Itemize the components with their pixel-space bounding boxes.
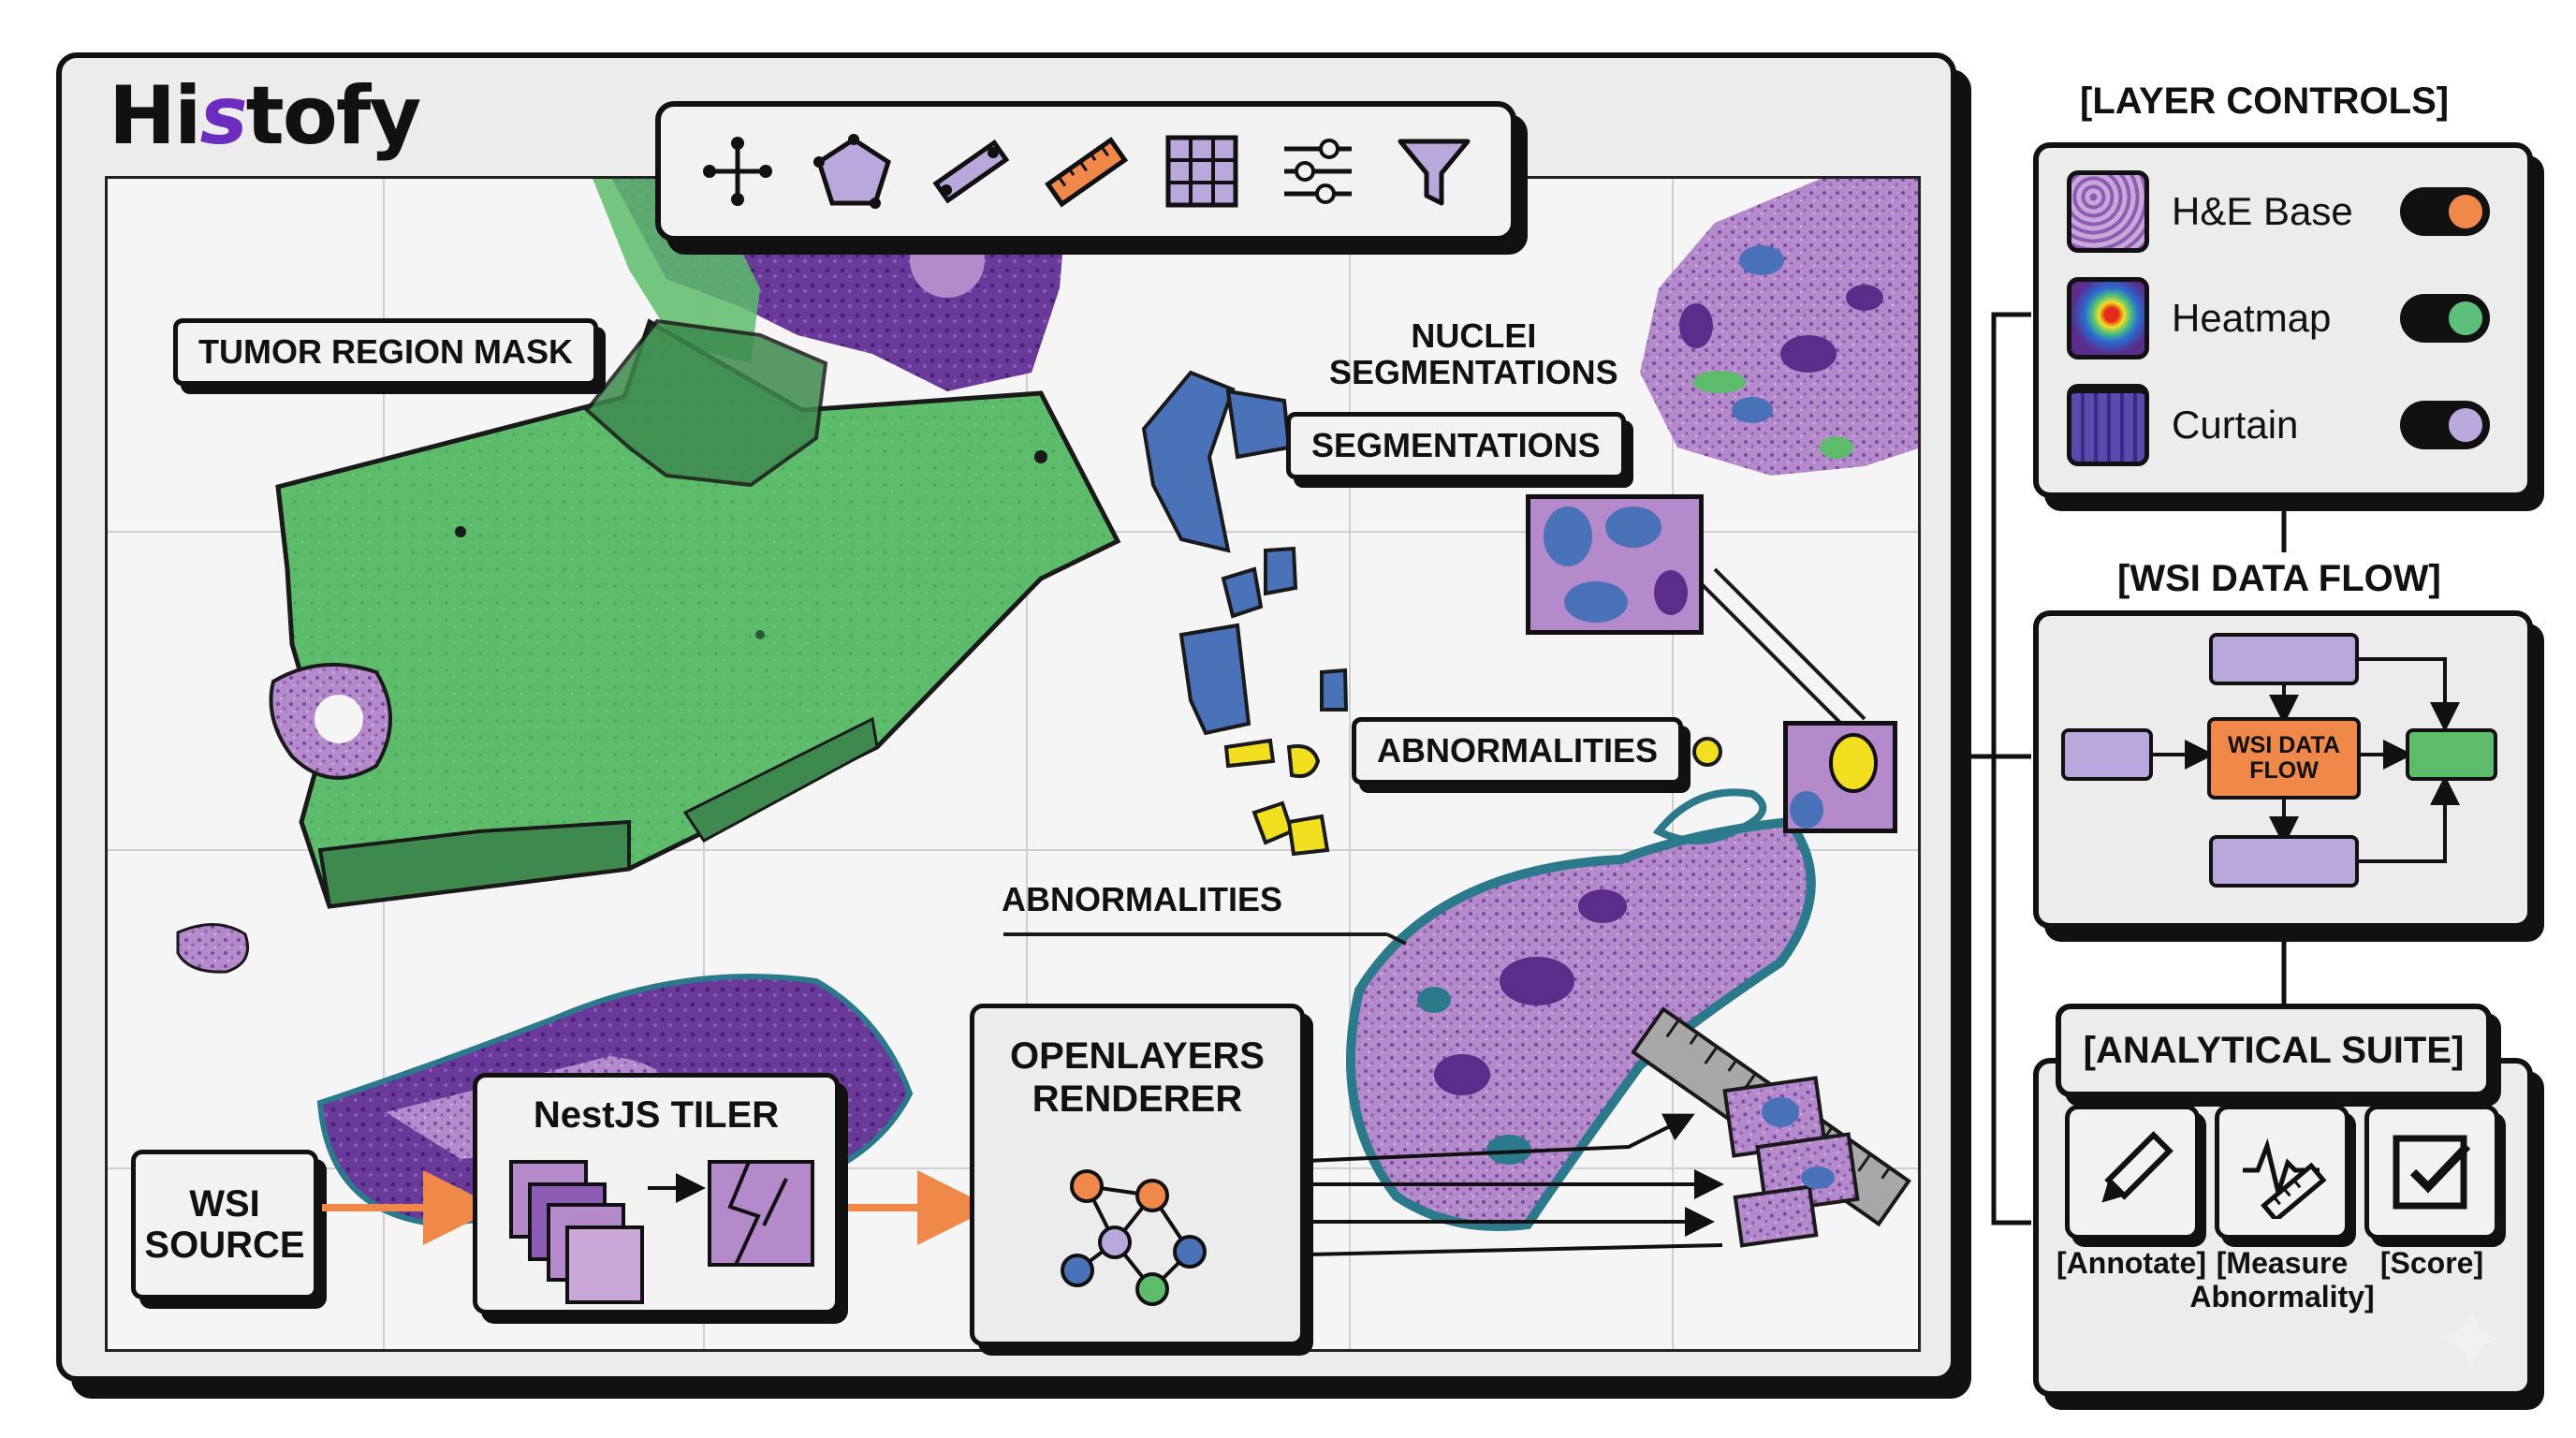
pan-tool[interactable] [693, 126, 783, 216]
sparkle-icon [2439, 1307, 2503, 1371]
score-label: [Score] [2359, 1246, 2505, 1281]
tiler-title: NestJS TILER [533, 1094, 780, 1136]
data-flow-header: [WSI DATA FLOW] [2117, 558, 2441, 599]
network-graph-icon [1061, 1169, 1207, 1306]
nuclei-label-line2: SEGMENTATIONS [1329, 352, 1618, 391]
callout-connectors [1003, 567, 1866, 946]
move-icon [703, 137, 772, 206]
nuclei-segmentations[interactable] [1141, 370, 1349, 736]
tumor-region-callout: TUMOR REGION MASK [173, 318, 598, 386]
grid-tool[interactable] [1157, 126, 1247, 216]
measure-icon [2243, 1137, 2327, 1219]
analytical-suite-header-tab: [ANALYTICAL SUITE] [2056, 1004, 2492, 1097]
abnormalities-label: ABNORMALITIES [1002, 880, 1282, 918]
sliders-icon [1284, 139, 1352, 204]
heatmap-toggle[interactable] [2400, 294, 2490, 343]
flow-node-right [2406, 728, 2497, 781]
logo-text-start: Hi [109, 69, 201, 163]
curtain-thumbnail [2067, 384, 2149, 466]
layer-row-heatmap[interactable]: Heatmap [2059, 271, 2490, 365]
app-logo: Histofy [109, 69, 422, 163]
flow-node-center: WSI DATA FLOW [2207, 717, 2361, 800]
funnel-icon [1398, 139, 1471, 206]
line-icon [932, 139, 1010, 204]
measure-label-line2: Abnormality] [2189, 1279, 2375, 1313]
annotate-label: [Annotate] [2052, 1246, 2211, 1281]
renderer-line2: RENDERER [1032, 1078, 1243, 1120]
layer-row-he-base[interactable]: H&E Base [2059, 165, 2490, 258]
score-label-line1: [Score] [2379, 1246, 2484, 1280]
segmentations-callout: SEGMENTATIONS [1286, 412, 1626, 479]
toggle-knob [2446, 299, 2485, 338]
nestjs-tiler-box: NestJS TILER [473, 1073, 840, 1314]
tiling-illustration [509, 1160, 814, 1304]
line-tool[interactable] [925, 126, 1015, 216]
score-button[interactable] [2364, 1105, 2499, 1240]
flow-node-left [2061, 728, 2153, 781]
filter-tool[interactable] [1389, 126, 1479, 216]
layer-row-curtain[interactable]: Curtain [2059, 378, 2490, 472]
annotate-label-line1: [Annotate] [2056, 1246, 2206, 1280]
flow-node-bottom [2209, 835, 2359, 888]
measure-abnormality-button[interactable] [2215, 1105, 2349, 1240]
logo-text-end: tofy [245, 69, 422, 163]
curtain-toggle[interactable] [2400, 401, 2490, 449]
map-toolbar [655, 101, 1516, 242]
logo-s-glyph: s [199, 69, 247, 163]
layer-name: Curtain [2172, 403, 2299, 447]
layer-name: H&E Base [2172, 189, 2353, 233]
he-base-thumbnail [2067, 170, 2149, 253]
flow-center-line1: WSI DATA [2228, 731, 2340, 758]
polygon-tool[interactable] [809, 126, 899, 216]
grid-icon [1165, 135, 1238, 208]
annotate-button[interactable] [2065, 1105, 2200, 1240]
segmentation-zoom-inset [1526, 494, 1704, 635]
heatmap-thumbnail [2067, 277, 2149, 360]
tissue-lower-right [1346, 788, 1816, 1231]
adjust-tool[interactable] [1273, 126, 1363, 216]
layer-name: Heatmap [2172, 296, 2332, 340]
tissue-islands [176, 663, 392, 974]
he-base-toggle[interactable] [2400, 187, 2490, 236]
renderer-line1: OPENLAYERS [1010, 1035, 1265, 1077]
measure-label: [Measure Abnormality] [2188, 1246, 2376, 1314]
flow-center-line2: FLOW [2249, 757, 2319, 784]
abnormalities-callout: ABNORMALITIES [1352, 717, 1683, 785]
layer-controls-header: [LAYER CONTROLS] [2080, 81, 2450, 122]
ruler-icon [1045, 137, 1128, 208]
tissue-right-top [1640, 179, 1918, 476]
measure-label-line1: [Measure [2216, 1246, 2349, 1280]
ruler-tool[interactable] [1041, 126, 1131, 216]
analytical-suite-header: [ANALYTICAL SUITE] [2083, 1029, 2465, 1071]
tumor-region-mask[interactable] [275, 318, 1121, 909]
openlayers-renderer-box: OPENLAYERS RENDERER [970, 1004, 1305, 1346]
toggle-knob [2446, 192, 2485, 231]
toggle-knob [2446, 405, 2485, 445]
rendered-tiles [1722, 1076, 1860, 1248]
source-line2: SOURCE [144, 1225, 305, 1266]
polygon-icon [813, 134, 891, 209]
source-line1: WSI [189, 1183, 260, 1225]
pencil-icon [2101, 1131, 2174, 1203]
nuclei-segmentations-label: NUCLEI SEGMENTATIONS [1329, 316, 1618, 391]
wsi-source-box: WSI SOURCE [131, 1150, 318, 1299]
flow-node-top [2209, 633, 2359, 685]
checkbox-icon [2393, 1135, 2471, 1210]
renderer-title: OPENLAYERS RENDERER [974, 1034, 1300, 1121]
nuclei-label-line1: NUCLEI [1411, 316, 1537, 355]
abnormality-zoom-inset [1783, 721, 1897, 833]
